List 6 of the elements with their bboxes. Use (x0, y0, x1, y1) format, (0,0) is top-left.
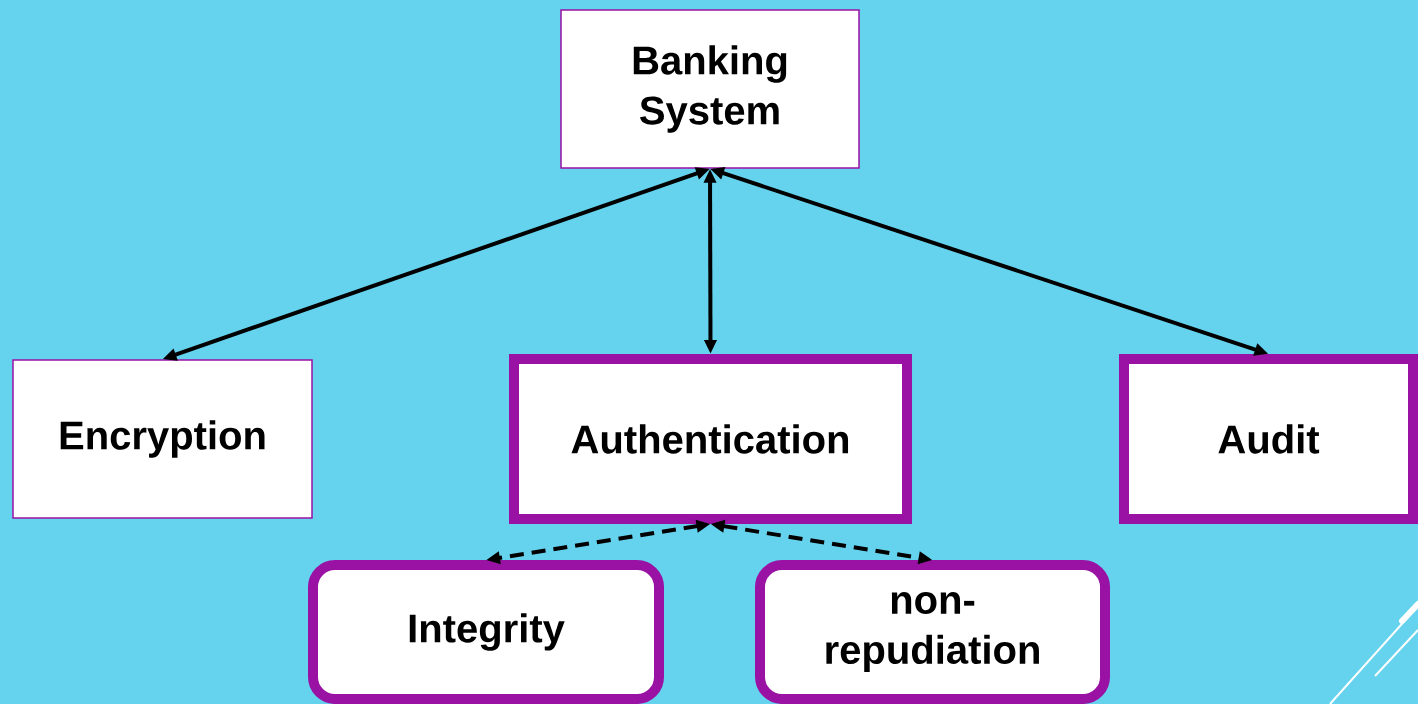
process-box: Encryption (12, 359, 313, 519)
process-box: Banking System (560, 9, 860, 169)
process-box: Integrity (308, 560, 664, 704)
process-box: non-repudiation (755, 560, 1110, 704)
process-box: Authentication (509, 354, 912, 524)
process-box: Audit (1119, 354, 1418, 524)
